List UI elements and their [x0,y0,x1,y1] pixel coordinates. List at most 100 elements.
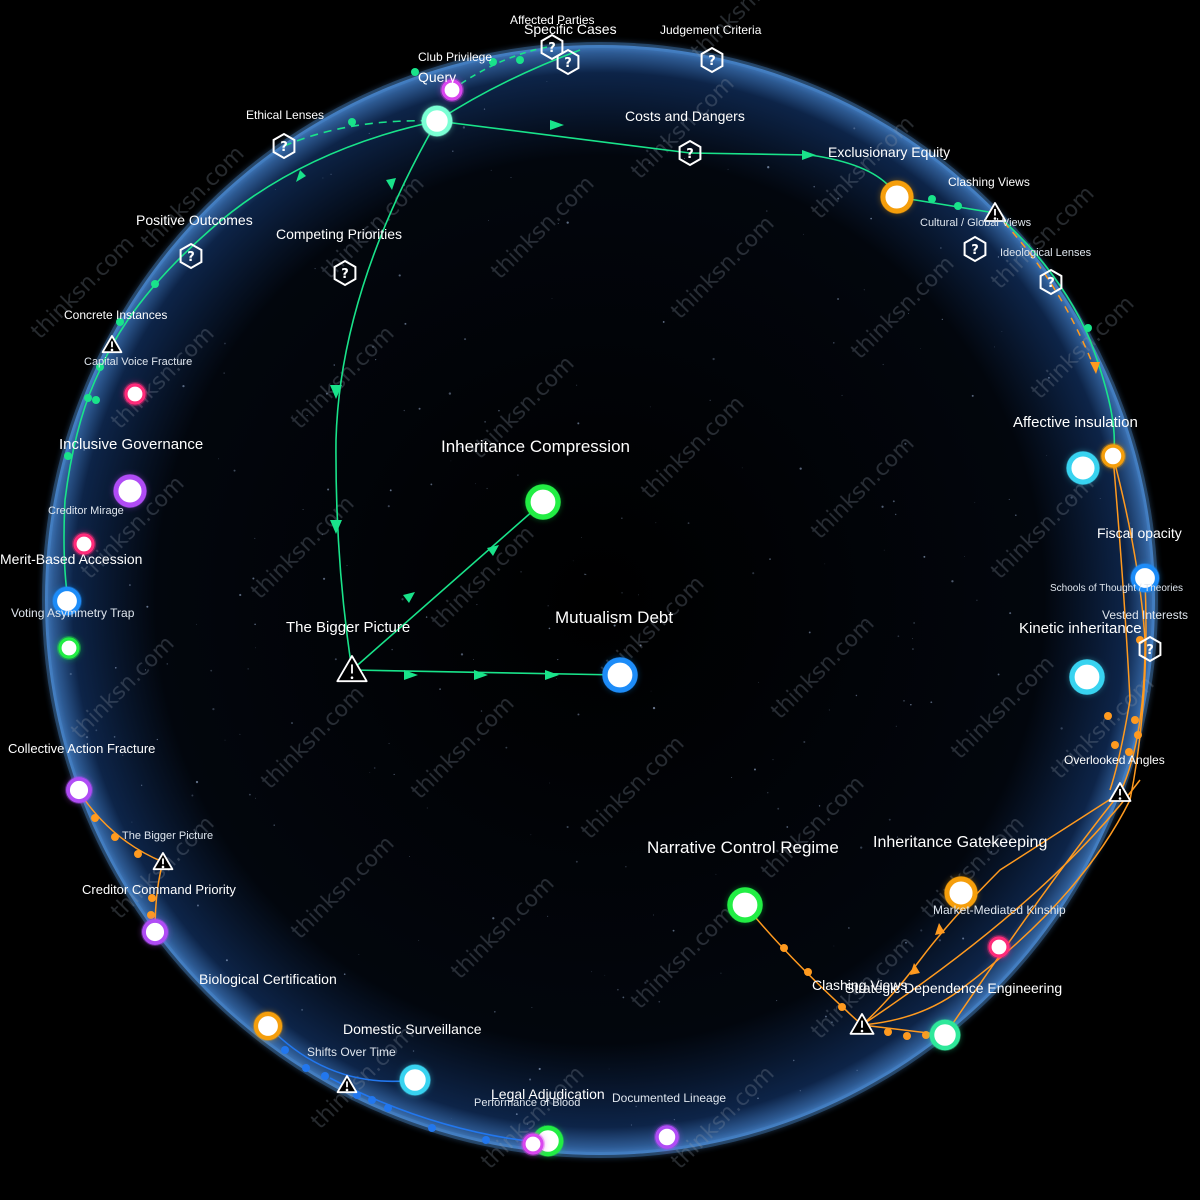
star [709,399,711,401]
label-mutualism-debt: Mutualism Debt [555,608,673,627]
performance-of-blood-node[interactable] [521,1132,545,1156]
star [841,394,843,396]
kinetic-inheritance-node[interactable] [1069,659,1105,695]
inheritance-gatekeeping-node[interactable] [944,876,978,910]
star [831,1021,833,1024]
cultural-global-views-question-icon[interactable]: ? [963,235,987,263]
label-inheritance-compression: Inheritance Compression [441,437,630,456]
star [1060,727,1063,730]
narrative-control-regime-node[interactable] [727,887,763,923]
creditor-command-priority-node[interactable] [141,918,169,946]
star [483,108,486,110]
star [625,866,627,868]
star [1129,522,1131,524]
mutualism-debt-node[interactable] [602,657,638,693]
query-node[interactable] [421,105,453,137]
star [648,162,650,164]
star [464,338,467,341]
star [114,666,117,669]
label-inheritance-gatekeeping: Inheritance Gatekeeping [873,834,1047,851]
star [140,784,143,787]
star [772,759,774,761]
domestic-surveillance-node[interactable] [399,1064,431,1096]
star [1046,454,1048,456]
star [837,197,840,200]
ethical-lenses-question-icon[interactable]: ? [272,132,296,160]
merit-based-accession-node[interactable] [52,586,82,616]
star [144,669,147,671]
clashing-views-warning-icon[interactable] [983,202,1007,222]
star [941,318,943,320]
star [254,623,256,626]
svg-text:?: ? [341,267,349,282]
star [239,593,242,597]
affective-insulation-node[interactable] [1066,451,1100,485]
judgement-criteria-question-icon[interactable]: ? [700,46,724,74]
star [575,860,578,863]
star [649,406,651,408]
star [531,1007,533,1008]
creditor-mirage-node[interactable] [72,532,96,556]
star [475,483,476,485]
concrete-instances-warning-icon[interactable] [101,335,123,354]
label-legal-adjudication: Legal Adjudication [491,1086,605,1102]
star [322,177,324,179]
voting-asymmetry-trap-node[interactable] [57,636,81,660]
star [401,598,404,601]
star [306,415,308,417]
affective-insulation-small-node[interactable] [1100,443,1126,469]
bigger-picture-left-warning-icon[interactable] [152,852,174,871]
star [799,1090,801,1092]
ideological-lenses-question-icon[interactable]: ? [1039,268,1063,296]
bigger-picture-warning-icon[interactable] [336,655,368,683]
fiscal-opacity-node[interactable] [1130,563,1160,593]
star [480,710,483,712]
capital-voice-fracture-node[interactable] [123,382,147,406]
star [757,1097,759,1100]
costs-and-dangers-question-icon[interactable]: ? [678,139,702,167]
star [551,298,553,299]
club-privilege-node[interactable] [440,78,464,102]
edge-bigger-picture-to-inheritance-compression [351,501,544,671]
edge-query-to-bigger-picture [335,120,438,671]
inheritance-compression-node[interactable] [525,484,561,520]
star [404,322,407,325]
positive-outcomes-question-icon[interactable]: ? [179,242,203,270]
label-affected-parties: Affected Parties [510,13,595,27]
exclusionary-equity-node[interactable] [880,180,914,214]
star [556,677,557,679]
star [904,442,907,445]
star [156,738,158,741]
label-costs-and-dangers: Costs and Dangers [625,108,745,124]
label-creditor-command-priority: Creditor Command Priority [82,882,236,897]
vested-interests-question-icon[interactable]: ? [1138,635,1162,663]
inclusive-governance-node[interactable] [113,474,147,508]
star [870,217,872,220]
star [476,604,478,606]
competing-priorities-question-icon[interactable]: ? [333,259,357,287]
star [824,1015,827,1018]
biological-certification-node[interactable] [253,1011,283,1041]
star [1008,498,1010,501]
svg-text:?: ? [187,250,195,265]
star [994,346,995,348]
label-affective-insulation: Affective insulation [1013,414,1138,431]
label-capital-voice-fracture: Capital Voice Fracture [84,356,192,368]
overlooked-angles-warning-icon[interactable] [1108,782,1132,802]
star [818,851,821,854]
star [753,768,756,771]
star [572,560,574,562]
market-mediated-kinship-node[interactable] [987,935,1011,959]
star [182,385,185,388]
star [343,973,346,976]
star [224,739,226,741]
star [803,740,806,744]
collective-action-fracture-node[interactable] [65,776,93,804]
shifts-over-time-warning-icon[interactable] [336,1075,358,1094]
dependence-engineering-node[interactable] [929,1019,961,1051]
star [799,467,802,470]
star [547,915,549,917]
affected-parties-question-icon[interactable]: ? [540,33,564,61]
clashing-views-bottom-warning-icon[interactable] [849,1013,875,1035]
documented-lineage-node[interactable] [654,1124,680,1150]
